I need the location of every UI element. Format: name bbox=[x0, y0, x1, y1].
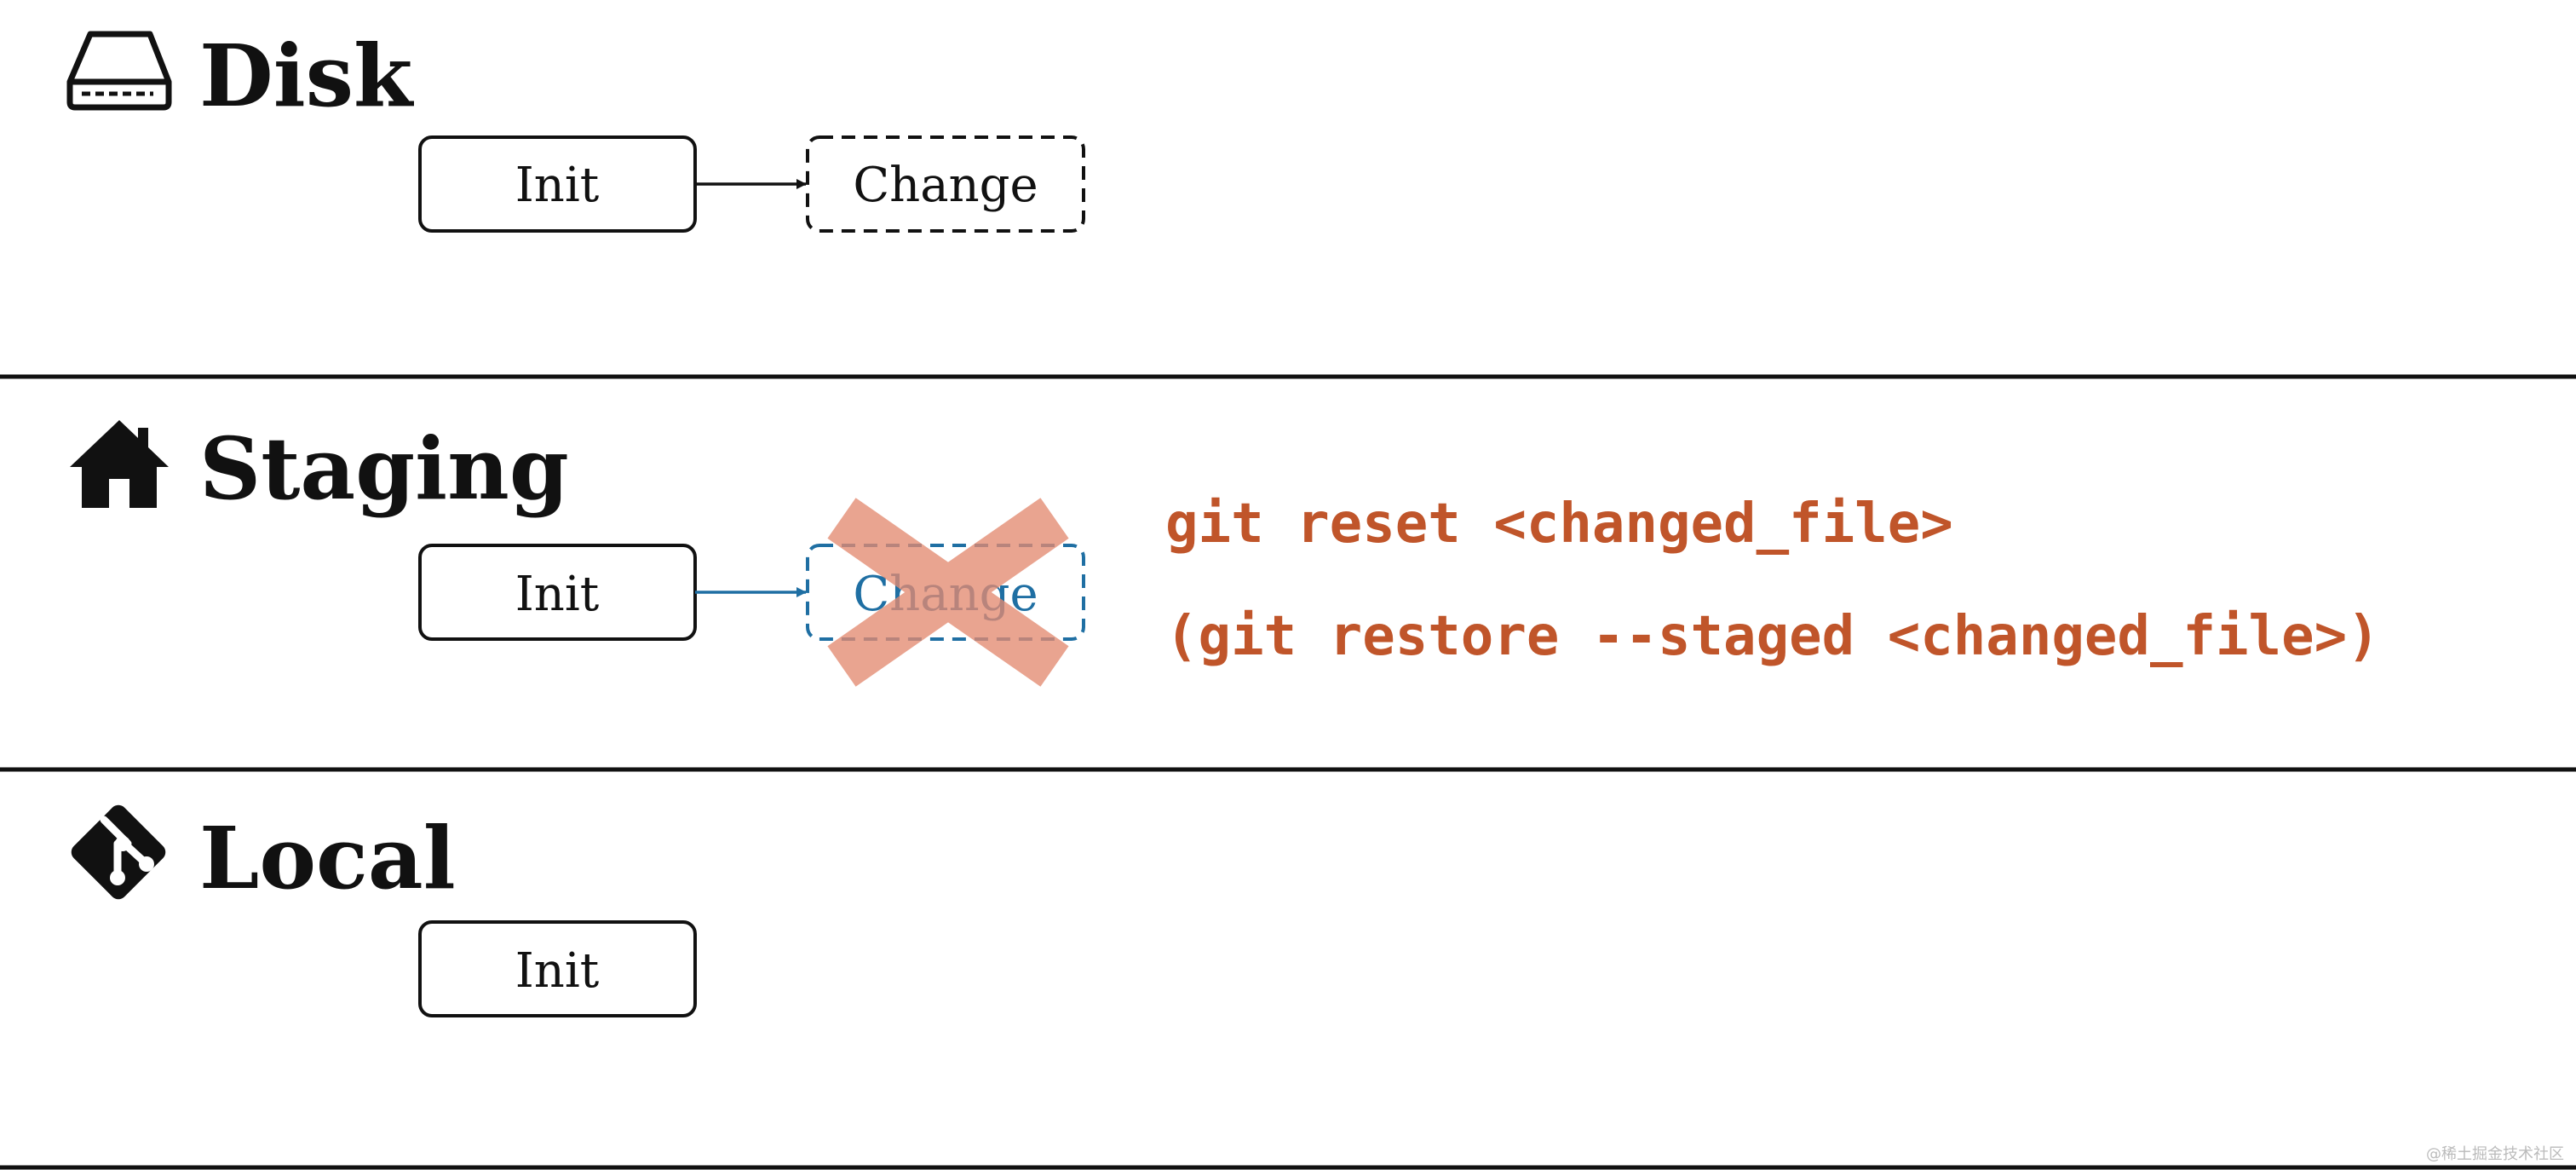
local-init-box: Init bbox=[418, 920, 697, 1017]
disk-section: Disk Init Change bbox=[66, 26, 1085, 233]
git-restore-command: (git restore --staged <changed_file>) bbox=[1165, 605, 2380, 668]
disk-change-box: Change bbox=[806, 135, 1085, 233]
remove-cross-icon bbox=[827, 498, 1069, 687]
staging-section: Staging Init Change git reset <changed_f… bbox=[70, 418, 2380, 687]
staging-init-label: Init bbox=[515, 567, 600, 622]
house-icon bbox=[70, 420, 169, 508]
disk-init-box: Init bbox=[418, 135, 697, 233]
local-title: Local bbox=[199, 808, 456, 908]
staging-title: Staging bbox=[199, 418, 569, 519]
disk-change-label: Change bbox=[853, 158, 1038, 213]
disk-init-label: Init bbox=[515, 158, 600, 213]
local-init-label: Init bbox=[515, 943, 600, 999]
staging-init-box: Init bbox=[418, 544, 697, 641]
git-logo-icon bbox=[71, 804, 166, 900]
watermark: @稀土掘金技术社区 bbox=[2426, 1145, 2564, 1163]
hard-drive-icon bbox=[66, 31, 172, 111]
local-section: Local Init bbox=[71, 804, 697, 1017]
disk-title: Disk bbox=[199, 26, 414, 126]
git-reset-command: git reset <changed_file> bbox=[1165, 493, 1953, 556]
